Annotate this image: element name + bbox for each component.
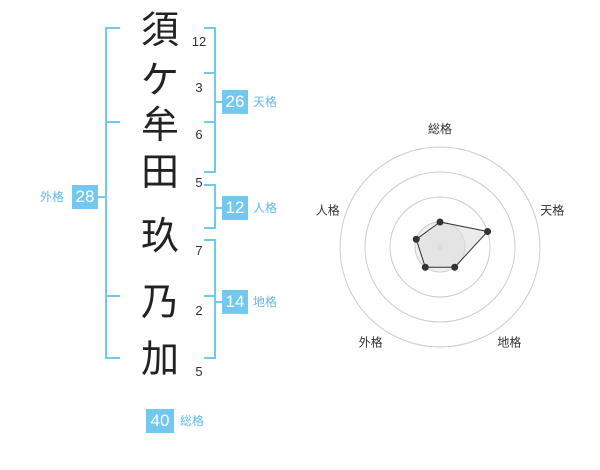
radar-ring-4 [339,146,541,348]
gaikaku-value: 28 [72,185,98,209]
radar-axis-label-2: 地格 [497,334,521,349]
stroke-count-3: 6 [195,127,203,142]
radar-point-0 [436,218,444,226]
radar-polygon [415,221,489,268]
gaikaku-bracket [105,27,120,359]
stroke-count-4: 5 [195,175,203,190]
name-char-6: 乃 [140,280,179,324]
tenkaku-bracket [204,27,216,173]
stroke-count-2: 3 [195,80,203,95]
radar-point-2 [451,263,459,271]
radar-point-4 [412,235,420,243]
stroke-count-7: 5 [195,364,203,379]
radar-ring-3 [364,171,516,323]
gaikaku-label: 外格 [40,190,65,204]
radar-axis-label-0: 総格 [428,121,452,136]
soukaku-value: 40 [146,409,174,433]
jinkaku-bracket [204,184,216,229]
name-char-4: 田 [140,150,179,194]
name-char-7: 加 [140,337,179,381]
radar-point-3 [421,263,429,271]
radar-ring-2 [389,196,491,298]
name-char-3: 牟 [140,103,179,147]
radar-axis-label-3: 外格 [359,334,383,349]
chikaku-bracket [204,239,216,359]
tenkaku-label: 天格 [253,95,278,109]
radar-point-1 [484,228,492,236]
stroke-count-6: 2 [195,303,203,318]
stroke-count-1: 12 [191,34,207,49]
radar-axis-label-1: 天格 [540,203,564,218]
jinkaku-label: 人格 [253,201,278,215]
soukaku-label: 総格 [180,414,205,428]
name-char-5: 玖 [140,214,179,258]
name-char-1: 須 [140,8,179,52]
tenkaku-value: 26 [222,90,248,114]
stroke-count-5: 7 [195,243,203,258]
chikaku-label: 地格 [253,295,278,309]
chikaku-value: 14 [222,290,248,314]
radar-shape [412,218,492,271]
radar-axis-label-4: 人格 [316,203,340,218]
jinkaku-value: 12 [222,196,248,220]
name-char-2: ケ [140,58,179,102]
